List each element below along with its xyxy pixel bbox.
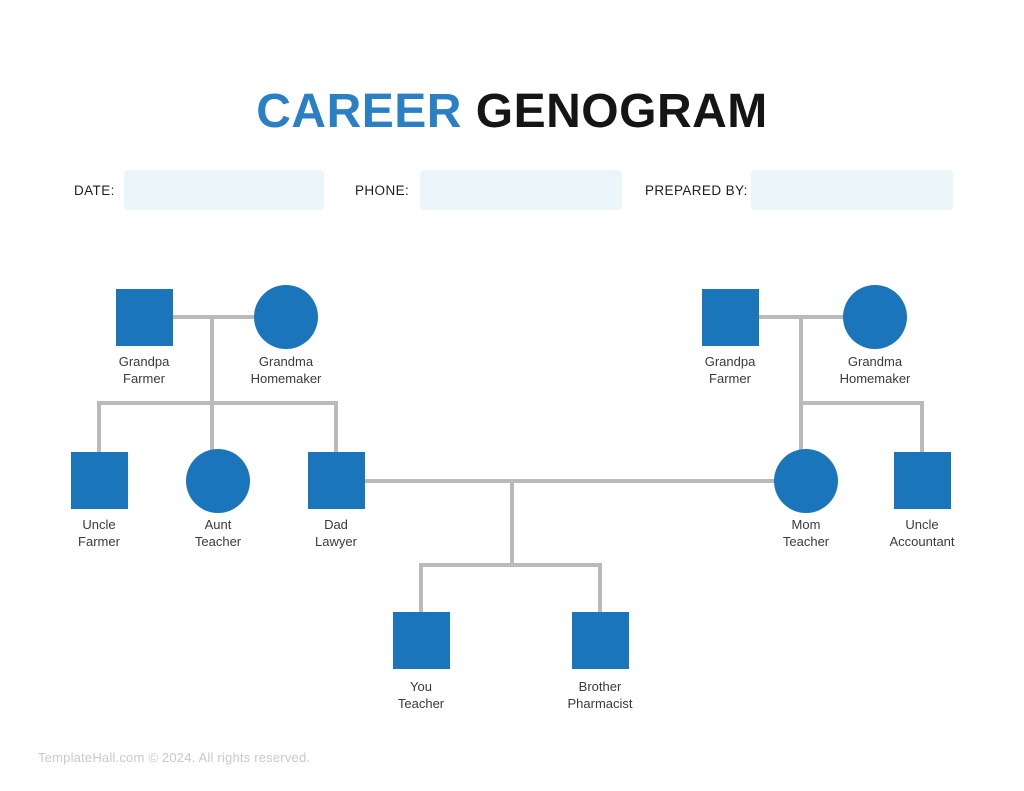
person-name: Uncle	[82, 517, 116, 532]
date-label: DATE:	[74, 183, 115, 198]
paternal-sibling-bar	[97, 401, 338, 405]
paternal-grandma-female-circle-shape	[254, 285, 318, 349]
page-title: CAREER GENOGRAM	[0, 85, 1024, 139]
maternal-uncle-male-square-shape	[893, 452, 951, 509]
parents-marriage-line	[364, 479, 774, 483]
brother-drop	[598, 563, 602, 614]
footer-copyright: TemplateHall.com © 2024. All rights rese…	[38, 750, 311, 765]
paternal-union-drop	[210, 317, 214, 451]
person-career: Homemaker	[839, 370, 911, 386]
maternal-uncle-drop	[920, 401, 924, 454]
person-name: Grandpa	[118, 354, 170, 369]
you-drop	[419, 563, 423, 614]
title-rest-word: GENOGRAM	[475, 85, 768, 138]
person-career: Teacher	[397, 695, 445, 711]
person-name: Grandma	[258, 354, 314, 369]
person-career: Homemaker	[250, 370, 322, 386]
parents-union-drop	[510, 481, 514, 567]
person-name: Mom	[791, 517, 821, 532]
person-name: Dad	[324, 517, 348, 532]
maternal-sibling-bar	[799, 401, 924, 405]
phone-field[interactable]	[420, 170, 622, 210]
person-name: Brother	[578, 679, 622, 694]
phone-label: PHONE:	[355, 183, 410, 198]
person-career: Farmer	[123, 370, 165, 386]
paternal-grandpa-male-square-shape	[115, 289, 173, 346]
paternal-uncle-male-square-shape	[70, 452, 128, 509]
person-career: Pharmacist	[567, 695, 633, 711]
person-career: Farmer	[78, 533, 120, 549]
mom-female-circle-shape	[774, 449, 838, 513]
you-male-square-shape	[392, 612, 450, 669]
paternal-aunt-female-circle-shape	[186, 449, 250, 513]
prepared-by-field[interactable]	[751, 170, 953, 210]
person-career: Teacher	[782, 533, 830, 549]
person-career: Accountant	[889, 533, 955, 549]
person-name: Grandpa	[704, 354, 756, 369]
person-name: Grandma	[847, 354, 903, 369]
person-name: Uncle	[905, 517, 939, 532]
maternal-grandma-female-circle-shape	[843, 285, 907, 349]
dad-drop	[334, 401, 338, 454]
brother-male-square-shape	[571, 612, 629, 669]
maternal-union-drop	[799, 317, 803, 451]
person-name: Aunt	[204, 517, 232, 532]
title-accent-word: CAREER	[256, 85, 462, 138]
maternal-grandpa-male-square-shape	[701, 289, 759, 346]
person-career: Teacher	[194, 533, 242, 549]
children-sibling-bar	[419, 563, 602, 567]
person-career: Lawyer	[315, 533, 357, 549]
person-name: You	[410, 679, 432, 694]
prepared-by-label: PREPARED BY:	[645, 183, 748, 198]
paternal-uncle-drop	[97, 401, 101, 454]
date-field[interactable]	[124, 170, 324, 210]
dad-male-square-shape	[307, 452, 365, 509]
person-career: Farmer	[709, 370, 751, 386]
